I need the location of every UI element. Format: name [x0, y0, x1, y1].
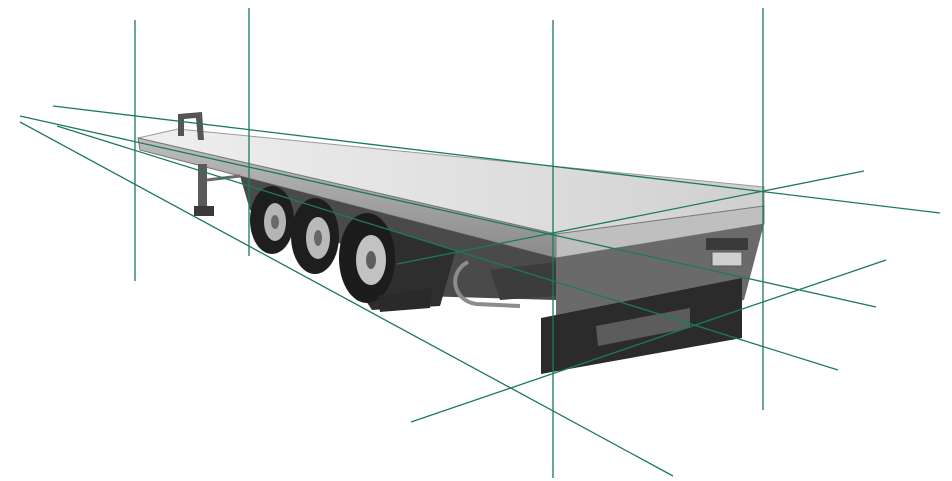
converging-line-4	[19, 121, 674, 477]
converging-line-5	[396, 170, 865, 265]
converging-line-2	[19, 115, 877, 308]
headboard	[178, 112, 204, 140]
converging-line-3	[56, 125, 839, 371]
converging-line-1	[52, 105, 941, 214]
wheel-middle	[291, 198, 339, 274]
rear-light-bracket	[706, 238, 748, 267]
mud-flap	[378, 288, 432, 312]
wheel-front	[250, 186, 294, 254]
trailer-illustration	[137, 112, 765, 374]
rear-bumper-detail	[596, 308, 690, 346]
air-hose	[453, 260, 521, 308]
frame-rail	[490, 262, 556, 300]
perspective-guide-lines	[19, 8, 941, 478]
converging-line-6	[410, 259, 887, 423]
wheel-rear	[339, 213, 395, 303]
